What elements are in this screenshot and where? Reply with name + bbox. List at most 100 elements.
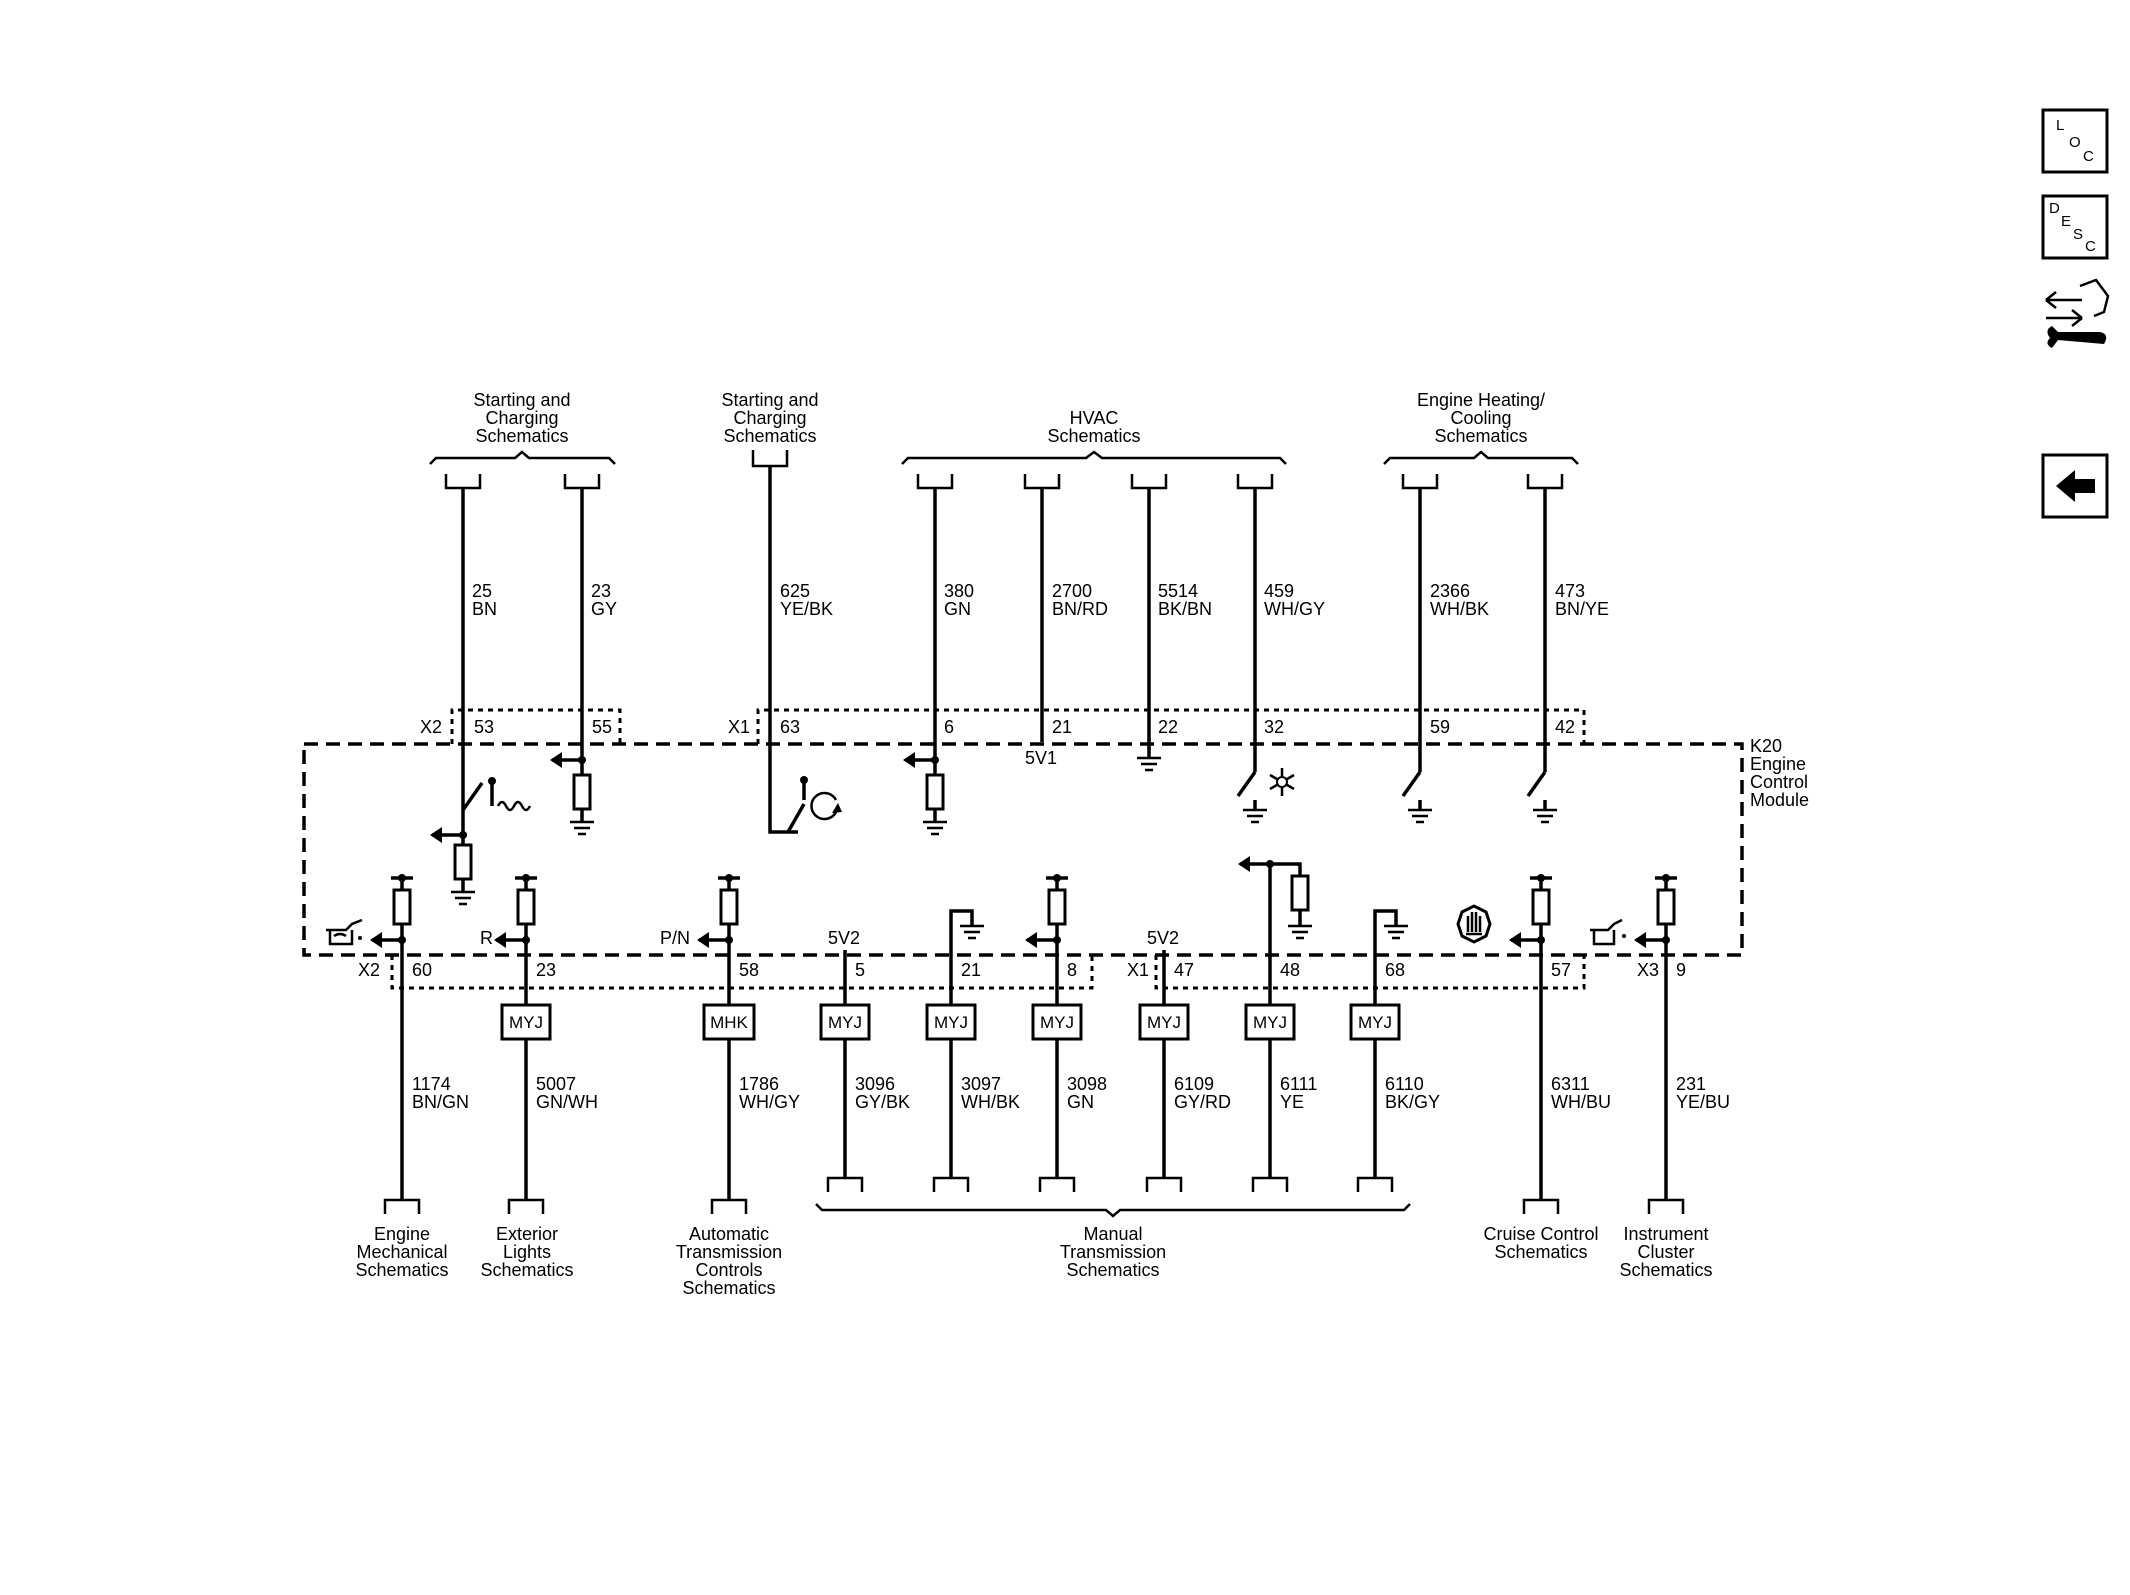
circuit-48 xyxy=(1238,856,1312,940)
bottom-wire-6109[interactable]: 47 MYJ 6109 GY/RD xyxy=(1138,950,1231,1192)
bottom-connector-x1-label: X1 xyxy=(1127,960,1149,980)
bottom-wire-3097[interactable]: 21 MYJ 3097 WH/BK xyxy=(925,960,1020,1192)
bottom-wire-6311[interactable]: 57 6311 WH/BU xyxy=(1522,940,1611,1214)
pin-number: 42 xyxy=(1555,717,1575,737)
wire-circuit: 23 xyxy=(591,581,611,601)
module-label-line: Control xyxy=(1750,772,1808,792)
top-destination-engine-heating-cooling[interactable]: Engine Heating/ Cooling Schematics xyxy=(1417,390,1545,446)
top-wire-459[interactable]: 459 WH/GY 32 xyxy=(1236,474,1325,772)
module-label: K20 Engine Control Module xyxy=(1750,736,1809,810)
destination-label-line: Starting and xyxy=(473,390,570,410)
destination-label-line: Schematics xyxy=(355,1260,448,1280)
bottom-wire-5007[interactable]: 23 MYJ 5007 GN/WH xyxy=(500,940,598,1214)
bottom-destination-instrument-cluster[interactable]: Instrument Cluster Schematics xyxy=(1619,1224,1712,1280)
wire-color: WH/BK xyxy=(1430,599,1489,619)
temperature-wave-icon xyxy=(496,800,532,812)
wire-color: GN/WH xyxy=(536,1092,598,1112)
destination-label-line: Manual xyxy=(1083,1224,1142,1244)
ground-symbol xyxy=(1137,756,1161,772)
wire-circuit: 459 xyxy=(1264,581,1294,601)
pin-number: 53 xyxy=(474,717,494,737)
wire-color: GY xyxy=(591,599,617,619)
oil-level-icon xyxy=(1590,918,1626,946)
wire-circuit: 3097 xyxy=(961,1074,1001,1094)
bottom-wire-3098[interactable]: 8 MYJ 3098 GN xyxy=(1031,940,1107,1192)
bottom-destination-manual-transmission[interactable]: Manual Transmission Schematics xyxy=(1060,1224,1166,1280)
wire-circuit: 2700 xyxy=(1052,581,1092,601)
top-wire-23[interactable]: 23 GY 55 xyxy=(563,474,617,775)
wire-color: GY/BK xyxy=(855,1092,910,1112)
loc-letter-o: O xyxy=(2069,134,2081,151)
bottom-connector-x2-outline xyxy=(390,955,1094,990)
pin-number: 58 xyxy=(739,960,759,980)
destination-label-line: Charging xyxy=(485,408,558,428)
internal-switch-circuit-25 xyxy=(430,777,532,906)
back-arrow-icon xyxy=(2056,470,2095,502)
destination-label-line: Mechanical xyxy=(356,1242,447,1262)
pin-number: 21 xyxy=(961,960,981,980)
wire-circuit: 3096 xyxy=(855,1074,895,1094)
pin-number: 63 xyxy=(780,717,800,737)
bottom-wire-231[interactable]: 9 231 YE/BU xyxy=(1647,940,1730,1214)
bottom-wire-1174[interactable]: 60 1174 BN/GN xyxy=(383,940,469,1214)
bottom-connector-x1-outline xyxy=(1154,955,1586,990)
top-wire-380[interactable]: 380 GN 6 xyxy=(916,474,974,775)
wire-circuit: 380 xyxy=(944,581,974,601)
pin-number: 8 xyxy=(1067,960,1077,980)
destination-label-line: Instrument xyxy=(1623,1224,1708,1244)
top-brace xyxy=(1383,450,1579,465)
top-wire-25[interactable]: 25 BN 53 xyxy=(444,474,497,835)
top-destination-hvac[interactable]: HVAC Schematics xyxy=(1047,408,1140,446)
bottom-destination-automatic-transmission[interactable]: Automatic Transmission Controls Schemati… xyxy=(676,1224,782,1298)
top-wire-625[interactable]: 625 YE/BK 63 xyxy=(751,450,833,834)
module-label-line: Module xyxy=(1750,790,1809,810)
bottom-destination-engine-mechanical[interactable]: Engine Mechanical Schematics xyxy=(355,1224,448,1280)
top-wire-5514[interactable]: 5514 BK/BN 22 xyxy=(1130,474,1212,758)
internal-crank-switch-625 xyxy=(786,776,842,833)
destination-label-line: Schematics xyxy=(1047,426,1140,446)
pin-number: 22 xyxy=(1158,717,1178,737)
top-brace xyxy=(901,450,1287,465)
desc-button[interactable]: D E S C xyxy=(2041,194,2109,260)
destination-label-line: Schematics xyxy=(682,1278,775,1298)
destination-label-line: Exterior xyxy=(496,1224,558,1244)
top-wire-2366[interactable]: 2366 WH/BK 59 xyxy=(1401,474,1489,772)
bottom-wire-6110[interactable]: 68 MYJ 6110 BK/GY xyxy=(1349,960,1440,1192)
wire-circuit: 5514 xyxy=(1158,581,1198,601)
top-wire-473[interactable]: 473 BN/YE 42 xyxy=(1526,474,1609,772)
top-destination-starting-charging-1[interactable]: Starting and Charging Schematics xyxy=(473,390,570,446)
destination-label-line: Transmission xyxy=(1060,1242,1166,1262)
wire-circuit: 2366 xyxy=(1430,581,1470,601)
bottom-destination-cruise-control[interactable]: Cruise Control Schematics xyxy=(1483,1224,1598,1262)
loc-button[interactable]: L O C xyxy=(2041,108,2109,174)
bottom-wire-3096[interactable]: 5 MYJ 3096 GY/BK xyxy=(819,950,910,1192)
label-pn: P/N xyxy=(660,928,690,948)
wire-circuit: 6111 xyxy=(1280,1074,1317,1094)
wire-circuit: 5007 xyxy=(536,1074,576,1094)
wire-color: BN/RD xyxy=(1052,599,1108,619)
destination-label-line: Schematics xyxy=(480,1260,573,1280)
pullup-circuit-23 xyxy=(494,874,537,948)
destination-label-line: Schematics xyxy=(1619,1260,1712,1280)
bottom-wire-6111[interactable]: 48 MYJ 6111 YE xyxy=(1244,864,1317,1192)
label-5v2-x2: 5V2 xyxy=(828,928,860,948)
back-button[interactable] xyxy=(2041,453,2109,519)
destination-label-line: HVAC xyxy=(1070,408,1119,428)
bottom-destination-exterior-lights[interactable]: Exterior Lights Schematics xyxy=(480,1224,573,1280)
top-destination-starting-charging-2[interactable]: Starting and Charging Schematics xyxy=(721,390,818,446)
pin-number: 32 xyxy=(1264,717,1284,737)
wire-circuit: 6311 xyxy=(1551,1074,1590,1094)
bottom-wire-1786[interactable]: 58 MHK 1786 WH/GY xyxy=(702,940,800,1214)
wire-color: GY/RD xyxy=(1174,1092,1231,1112)
inline-connector-label: MYJ xyxy=(1253,1013,1287,1032)
top-wire-2700[interactable]: 2700 BN/RD 21 xyxy=(1023,474,1108,742)
desc-letter-s: S xyxy=(2073,226,2083,243)
connector-wrench-icon[interactable] xyxy=(2045,278,2110,348)
bottom-brace xyxy=(815,1203,1411,1218)
snowflake-icon xyxy=(1269,768,1295,796)
top-brace xyxy=(429,450,616,465)
label-5v2-x1: 5V2 xyxy=(1147,928,1179,948)
wire-color: BN/GN xyxy=(412,1092,469,1112)
desc-letter-d: D xyxy=(2049,200,2060,217)
pullup-circuit-58 xyxy=(697,874,740,948)
